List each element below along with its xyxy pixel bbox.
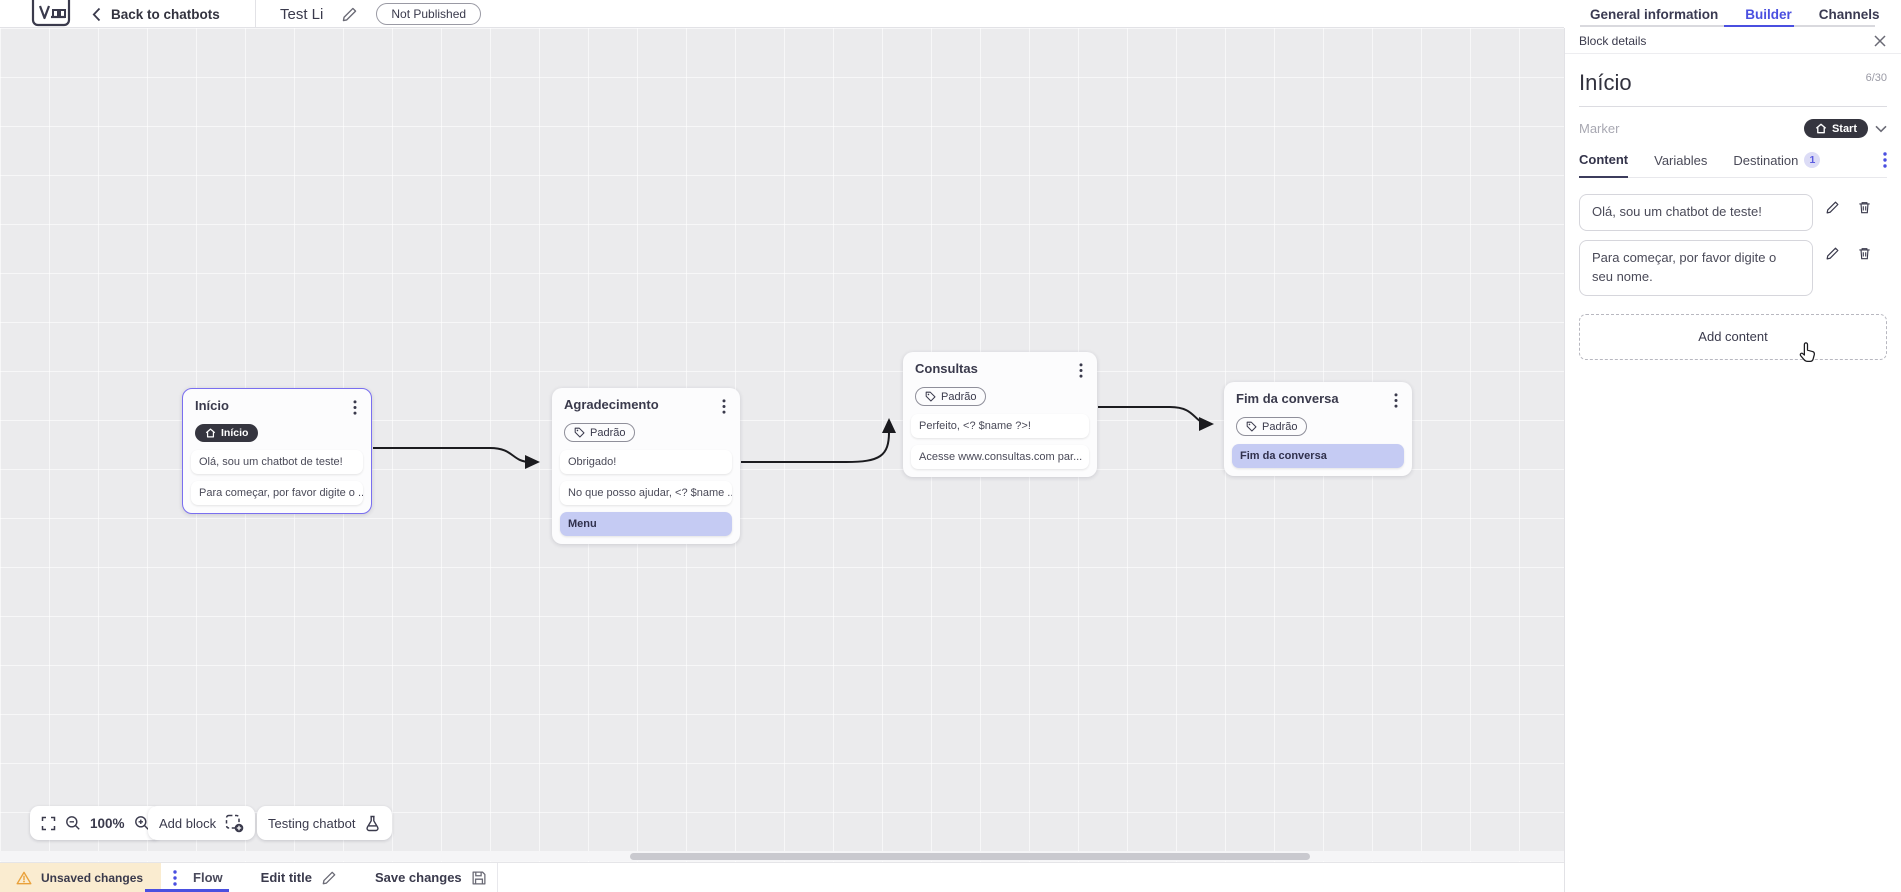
warning-icon xyxy=(16,871,32,885)
node-menu-icon[interactable] xyxy=(720,397,728,416)
delete-message-icon[interactable] xyxy=(1857,246,1872,261)
app-logo-icon[interactable] xyxy=(30,0,72,34)
home-icon xyxy=(205,428,216,438)
save-changes-button[interactable]: Save changes xyxy=(375,870,487,886)
back-chevron-icon xyxy=(92,7,101,22)
bottombar-divider xyxy=(497,863,498,892)
home-icon xyxy=(1815,123,1827,134)
node-card-menu[interactable]: Menu xyxy=(560,512,732,536)
back-to-chatbots-button[interactable]: Back to chatbots xyxy=(92,0,220,28)
top-tab-active-indicator xyxy=(1724,25,1794,27)
padrao-marker-pill[interactable]: Padrão xyxy=(564,423,636,442)
node-card[interactable]: Acesse www.consultas.com par... xyxy=(911,445,1089,469)
bottombar: Unsaved changes Flow Edit title Save cha… xyxy=(0,862,1564,892)
tab-destination[interactable]: Destination 1 xyxy=(1733,152,1821,177)
node-card[interactable]: Obrigado! xyxy=(560,450,732,474)
bottombar-menu-icon[interactable] xyxy=(173,869,177,886)
flow-canvas[interactable]: Início Início Olá, sou um chatbot de tes… xyxy=(0,28,1564,862)
node-menu-icon[interactable] xyxy=(351,398,359,417)
edit-title-pencil-icon[interactable] xyxy=(341,6,358,23)
padrao-marker-pill[interactable]: Padrão xyxy=(1236,417,1308,436)
edit-title-button[interactable]: Edit title xyxy=(261,870,337,886)
panel-tabs: Content Variables Destination 1 xyxy=(1579,152,1887,178)
node-title: Início xyxy=(195,398,229,413)
block-name-input[interactable]: Início xyxy=(1579,70,1632,95)
fullscreen-icon[interactable] xyxy=(41,816,56,831)
marker-start-pill[interactable]: Start xyxy=(1803,119,1868,138)
node-card[interactable]: Perfeito, <? $name ?>! xyxy=(911,414,1089,438)
edge-agradecimento-consultas xyxy=(741,418,896,463)
tab-general-information[interactable]: General information xyxy=(1590,6,1719,22)
tag-icon xyxy=(925,391,936,402)
edit-message-icon[interactable] xyxy=(1825,246,1840,261)
tag-icon xyxy=(574,427,585,438)
message-text-2[interactable]: Para começar, por favor digite o seu nom… xyxy=(1579,239,1813,296)
node-card[interactable]: No que posso ajudar, <? $name ... xyxy=(560,481,732,505)
zoom-level-value: 100% xyxy=(90,815,125,831)
marker-label: Marker xyxy=(1579,121,1620,136)
node-title: Fim da conversa xyxy=(1236,391,1339,406)
tag-icon xyxy=(1246,421,1257,432)
start-marker-pill[interactable]: Início xyxy=(195,424,259,442)
add-block-icon xyxy=(225,814,244,833)
node-menu-icon[interactable] xyxy=(1392,391,1400,410)
bot-title-group: Test Li Not Published xyxy=(280,0,482,28)
zoom-controls: 100% xyxy=(30,806,161,840)
topbar-divider xyxy=(255,0,256,28)
char-counter: 6/30 xyxy=(1865,72,1887,84)
flask-icon xyxy=(364,815,381,832)
close-icon[interactable] xyxy=(1873,34,1887,48)
tab-builder[interactable]: Builder xyxy=(1745,6,1792,22)
canvas-hscrollbar-track xyxy=(0,851,1564,861)
destination-count-badge: 1 xyxy=(1804,152,1821,168)
node-title: Consultas xyxy=(915,361,978,376)
add-block-label: Add block xyxy=(159,815,217,831)
node-card[interactable]: Olá, sou um chatbot de teste! xyxy=(191,450,363,474)
padrao-marker-pill[interactable]: Padrão xyxy=(915,387,987,406)
edit-message-icon[interactable] xyxy=(1825,200,1840,215)
bot-title: Test Li xyxy=(280,5,324,23)
unsaved-changes-status: Unsaved changes xyxy=(0,863,162,892)
add-block-button[interactable]: Add block xyxy=(148,806,256,840)
back-label: Back to chatbots xyxy=(111,6,220,22)
node-menu-icon[interactable] xyxy=(1077,361,1085,380)
node-consultas[interactable]: Consultas Padrão Perfeito, <? $name ?>! … xyxy=(903,352,1097,477)
tab-content[interactable]: Content xyxy=(1579,152,1629,178)
topbar-left: Back to chatbots Test Li Not Published xyxy=(0,0,1564,28)
node-inicio[interactable]: Início Início Olá, sou um chatbot de tes… xyxy=(182,388,372,514)
pencil-icon xyxy=(321,870,337,886)
tab-channels[interactable]: Channels xyxy=(1818,6,1880,22)
top-nav-tabs: General information Builder Channels xyxy=(1590,0,1880,28)
testing-chatbot-button[interactable]: Testing chatbot xyxy=(257,806,393,840)
node-agradecimento[interactable]: Agradecimento Padrão Obrigado! No que po… xyxy=(552,388,740,544)
edge-inicio-agradecimento xyxy=(373,447,540,469)
message-text-1[interactable]: Olá, sou um chatbot de teste! xyxy=(1579,194,1813,231)
add-content-button[interactable]: Add content xyxy=(1579,313,1887,360)
node-fim-da-conversa[interactable]: Fim da conversa Padrão Fim da conversa xyxy=(1224,382,1412,476)
tab-flow[interactable]: Flow xyxy=(193,870,223,885)
testing-chatbot-label: Testing chatbot xyxy=(268,815,356,831)
canvas-hscrollbar-thumb[interactable] xyxy=(630,852,1310,860)
block-details-panel: Block details Início 6/30 Marker Start xyxy=(1564,28,1901,892)
panel-menu-icon[interactable] xyxy=(1883,152,1887,177)
chevron-down-icon[interactable] xyxy=(1875,125,1887,133)
node-title: Agradecimento xyxy=(564,397,659,412)
delete-message-icon[interactable] xyxy=(1857,200,1872,215)
panel-title: Block details xyxy=(1579,33,1647,48)
node-card-fim[interactable]: Fim da conversa xyxy=(1232,444,1404,468)
node-card[interactable]: Para começar, por favor digite o ... xyxy=(191,481,363,505)
status-badge: Not Published xyxy=(376,3,482,25)
zoom-in-icon[interactable] xyxy=(134,815,150,831)
topbar: Back to chatbots Test Li Not Published G… xyxy=(0,0,1901,28)
edge-consultas-fim xyxy=(1098,406,1214,431)
tab-variables[interactable]: Variables xyxy=(1654,152,1708,168)
flow-tab-indicator xyxy=(145,889,229,892)
zoom-out-icon[interactable] xyxy=(65,815,81,831)
unsaved-changes-label: Unsaved changes xyxy=(41,870,144,885)
save-icon xyxy=(471,870,487,886)
